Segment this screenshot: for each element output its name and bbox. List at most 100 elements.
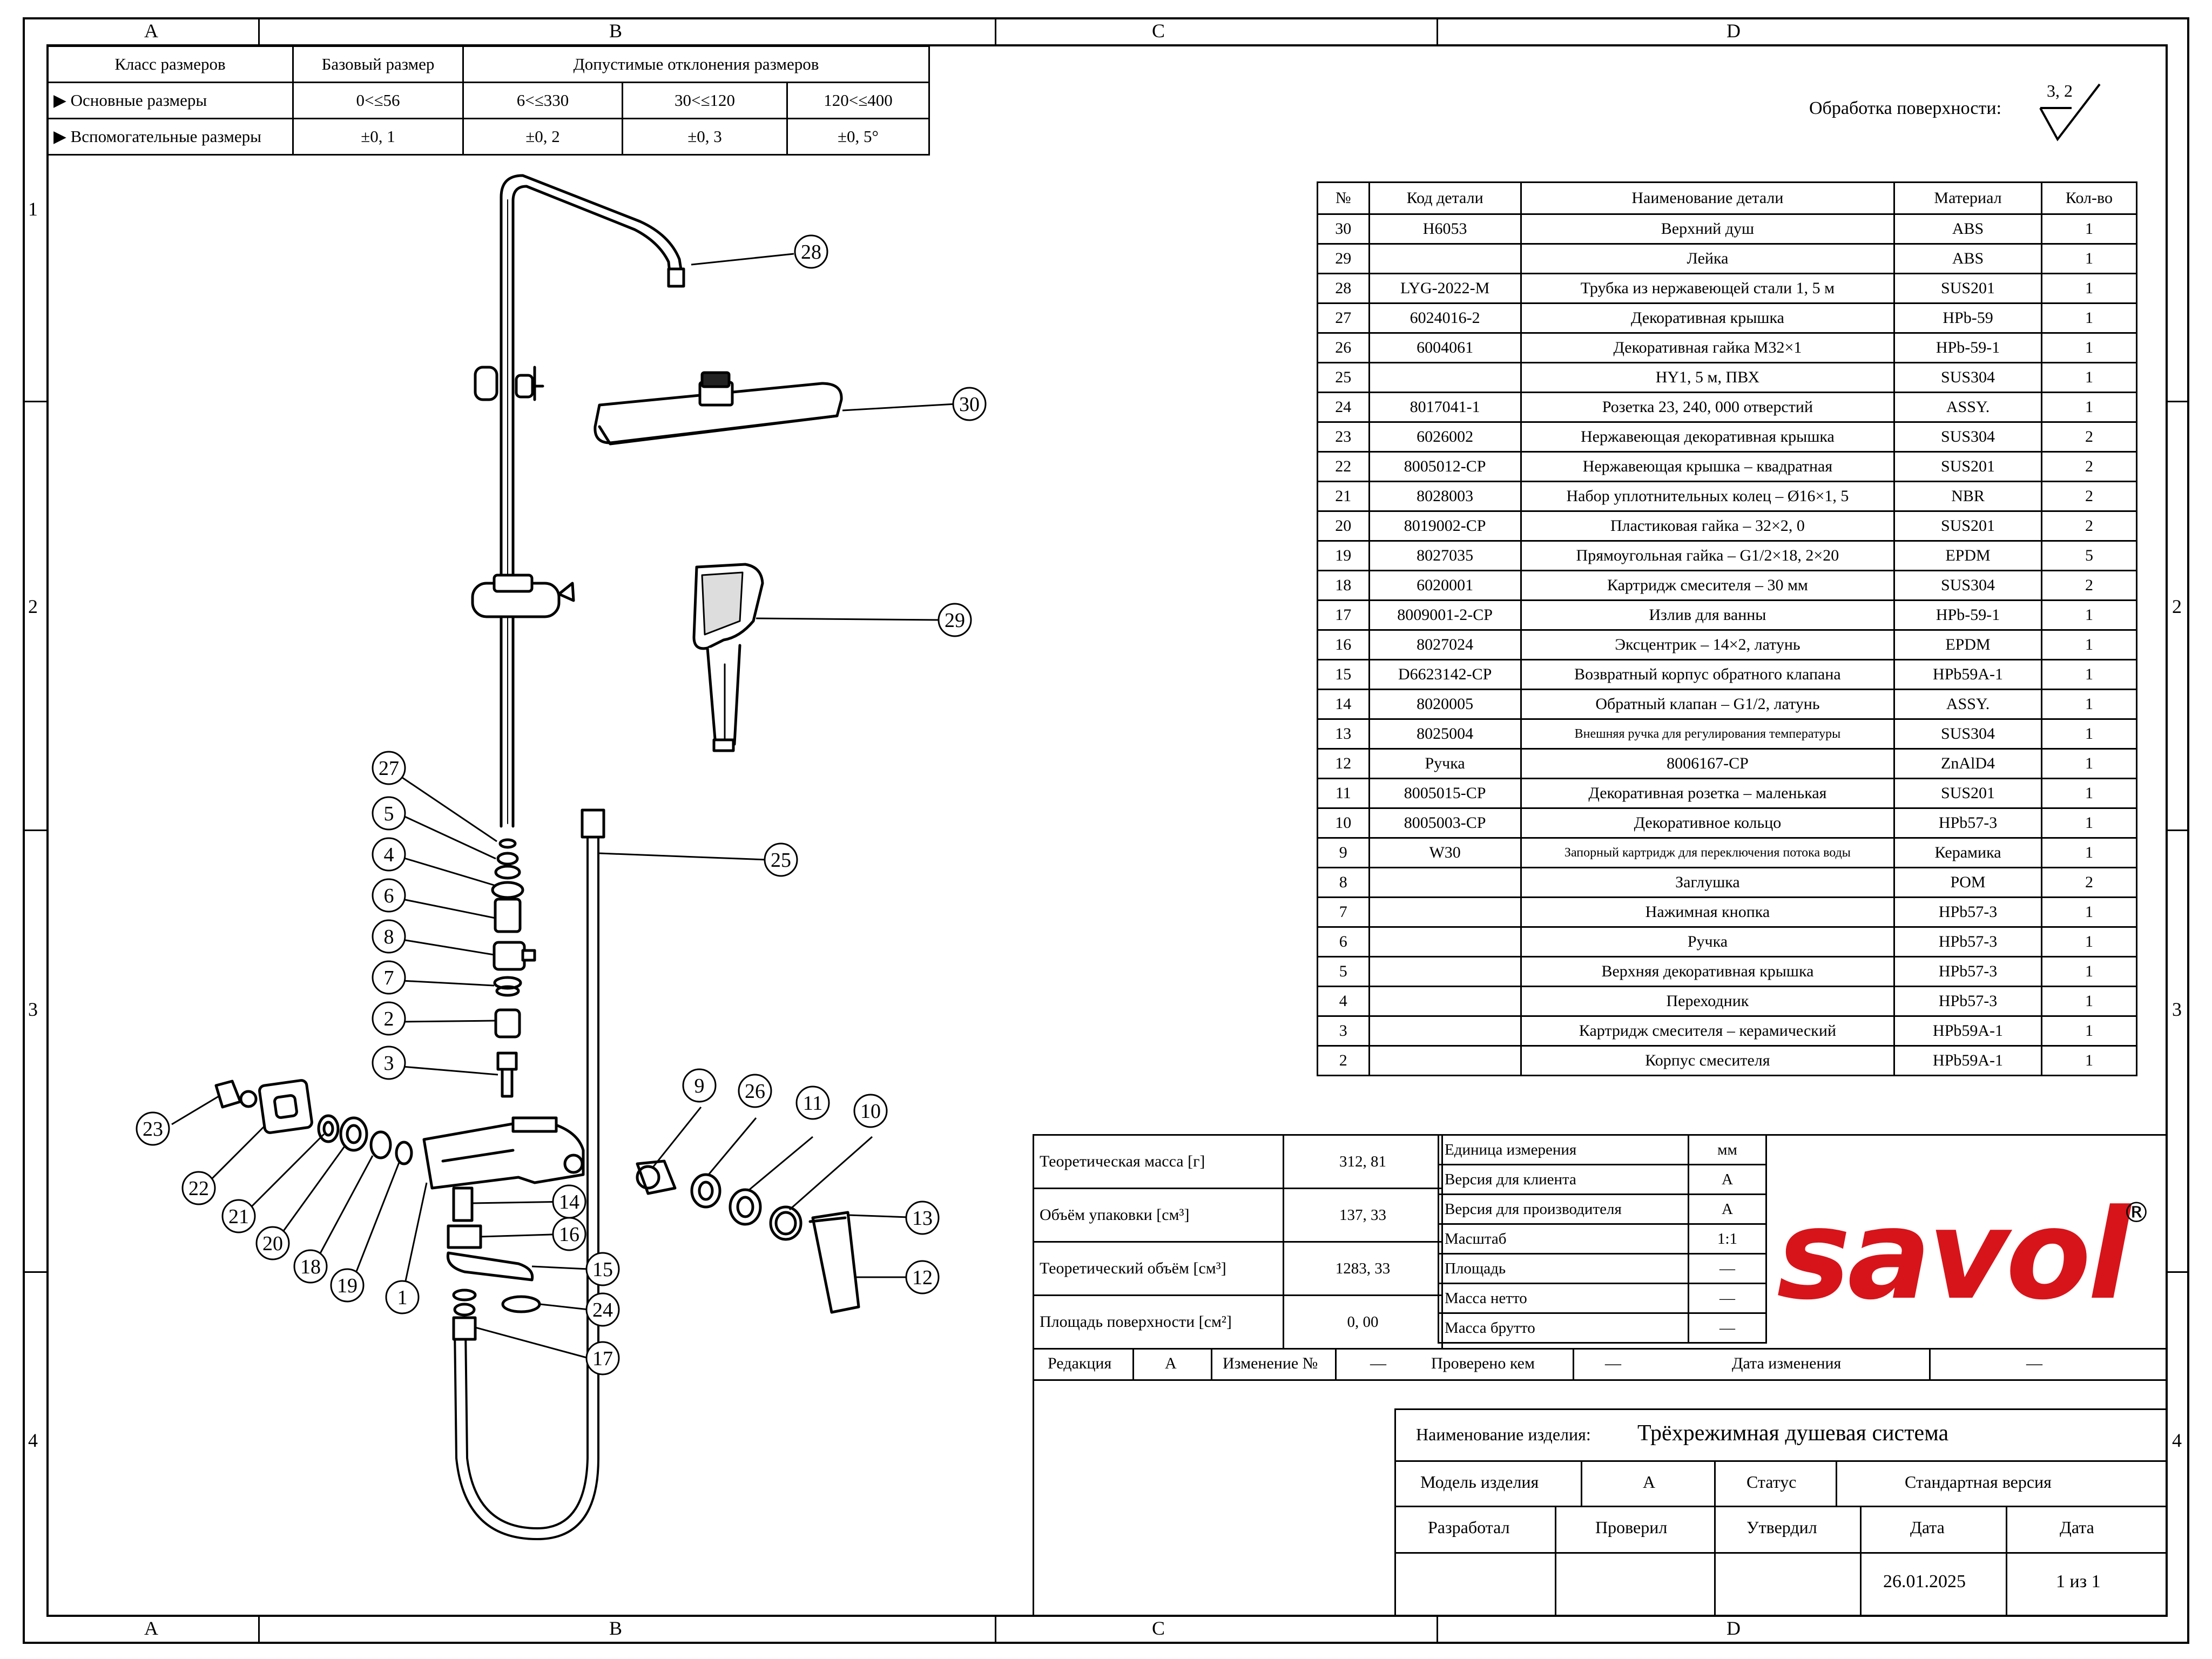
rule: [1714, 1506, 1716, 1616]
parts-cell: Верхний душ: [1520, 213, 1896, 245]
parts-cell: SUS304: [1893, 570, 2042, 601]
col-tick: [1437, 17, 1438, 45]
parts-cell: SUS304: [1893, 362, 2042, 393]
callout-circle: [952, 387, 987, 421]
revision-row: Редакция A Изменение № — Проверено кем —…: [1033, 1348, 2167, 1381]
callout-circle: [181, 1171, 216, 1205]
exploded-view-drawing: 1234567891011121314151617181920212223242…: [136, 174, 987, 1540]
parts-cell: SUS304: [1893, 421, 2042, 453]
callout-number: 13: [912, 1207, 933, 1230]
parts-cell: 1: [2040, 689, 2138, 720]
callout-circle: [372, 1046, 406, 1080]
change-value: —: [1370, 1354, 1386, 1372]
prop-label: Теоретический объём [см³]: [1033, 1241, 1284, 1296]
callout-number: 10: [860, 1100, 881, 1123]
callout-29: 29: [938, 603, 972, 637]
callout-circle: [372, 751, 406, 785]
callout-3: 3: [372, 1046, 406, 1080]
parts-cell: ASSY.: [1893, 392, 2042, 423]
rule: [1860, 1506, 1862, 1616]
col-tick: [995, 1616, 996, 1643]
parts-cell: Нажимная кнопка: [1520, 896, 1896, 928]
parts-cell: 6: [1317, 926, 1370, 957]
parts-cell: Верхняя декоративная крышка: [1520, 956, 1896, 987]
callout-24: 24: [585, 1292, 620, 1327]
parts-cell: Внешняя ручка для регулирования температ…: [1520, 718, 1896, 750]
prop-value: 1:1: [1688, 1223, 1767, 1255]
parts-cell: 1: [2040, 1045, 2138, 1076]
zone-col-a-top: A: [144, 20, 158, 42]
zone-col-a-bottom: A: [144, 1617, 158, 1639]
parts-cell: 2: [2040, 421, 2138, 453]
callout-circle: [372, 878, 406, 913]
zone-row-2-right: 2: [2172, 596, 2182, 617]
callout-number: 7: [384, 967, 394, 989]
parts-cell: 8005015-CP: [1368, 778, 1522, 809]
registered-mark-icon: ®: [2122, 1197, 2150, 1229]
model-label: Модель изделия: [1420, 1472, 1539, 1492]
parts-cell: 1: [2040, 332, 2138, 363]
parts-cell: 23: [1317, 421, 1370, 453]
zone-row-4-right: 4: [2172, 1429, 2182, 1451]
callout-circle: [372, 837, 406, 872]
parts-cell: [1368, 243, 1522, 274]
parts-cell: 1: [2040, 926, 2138, 957]
parts-cell: 8027035: [1368, 540, 1522, 571]
parts-cell: 10: [1317, 807, 1370, 839]
tol-row-name-cell: ▶ Основные размеры: [46, 82, 294, 119]
row-tick: [23, 1271, 48, 1273]
parts-cell: SUS201: [1893, 273, 2042, 304]
parts-cell: Ручка: [1520, 926, 1896, 957]
callout-circle: [585, 1252, 620, 1286]
parts-cell: 24: [1317, 392, 1370, 423]
row-marker-icon: ▶: [53, 127, 66, 146]
parts-cell: 11: [1317, 778, 1370, 809]
change-label: Изменение №: [1223, 1354, 1318, 1372]
callout-number: 17: [592, 1347, 613, 1370]
prop-value: 137, 33: [1283, 1188, 1443, 1243]
callout-number: 28: [801, 241, 821, 264]
parts-cell: 25: [1317, 362, 1370, 393]
zone-row-2-left: 2: [28, 596, 38, 617]
tol-cell: 0<≤56: [292, 82, 464, 119]
parts-cell: 8019002-CP: [1368, 510, 1522, 542]
parts-cell: H6053: [1368, 213, 1522, 245]
callout-number: 9: [694, 1075, 705, 1097]
callout-circle: [905, 1201, 940, 1235]
parts-cell: HPb57-3: [1893, 807, 2042, 839]
callout-circle: [385, 1280, 420, 1314]
rule: [1033, 1348, 2167, 1350]
prop-value: —: [1688, 1312, 1767, 1344]
parts-cell: 22: [1317, 451, 1370, 482]
developed-by-label: Разработал: [1428, 1518, 1510, 1537]
parts-cell: 19: [1317, 540, 1370, 571]
prop-row: Теоретический объём [см³]1283, 33: [1033, 1241, 1443, 1296]
callout-circle: [255, 1226, 290, 1260]
callout-circle: [682, 1068, 717, 1103]
parts-cell: 1: [2040, 986, 2138, 1017]
parts-cell: 2: [1317, 1045, 1370, 1076]
parts-cell: Набор уплотнительных колец – Ø16×1, 5: [1520, 481, 1896, 512]
prop-row: Площадь—: [1438, 1253, 1767, 1284]
parts-cell: Картридж смесителя – керамический: [1520, 1015, 1896, 1047]
callout-19: 19: [330, 1268, 365, 1303]
date-label-2: Дата: [2060, 1518, 2094, 1537]
parts-cell: 8005012-CP: [1368, 451, 1522, 482]
prop-label: Теоретическая масса [г]: [1033, 1134, 1284, 1189]
parts-cell: HPb-59-1: [1893, 599, 2042, 631]
product-name-label: Наименование изделия:: [1416, 1425, 1591, 1444]
model-value: A: [1643, 1472, 1656, 1492]
parts-cell: Пластиковая гайка – 32×2, 0: [1520, 510, 1896, 542]
tol-cell: ±0, 2: [462, 118, 623, 156]
parts-cell: Эксцентрик – 14×2, латунь: [1520, 629, 1896, 660]
callout-number: 14: [559, 1191, 579, 1213]
parts-cell: 5: [2040, 540, 2138, 571]
callout-28: 28: [794, 234, 828, 269]
parts-cell: 1: [2040, 362, 2138, 393]
